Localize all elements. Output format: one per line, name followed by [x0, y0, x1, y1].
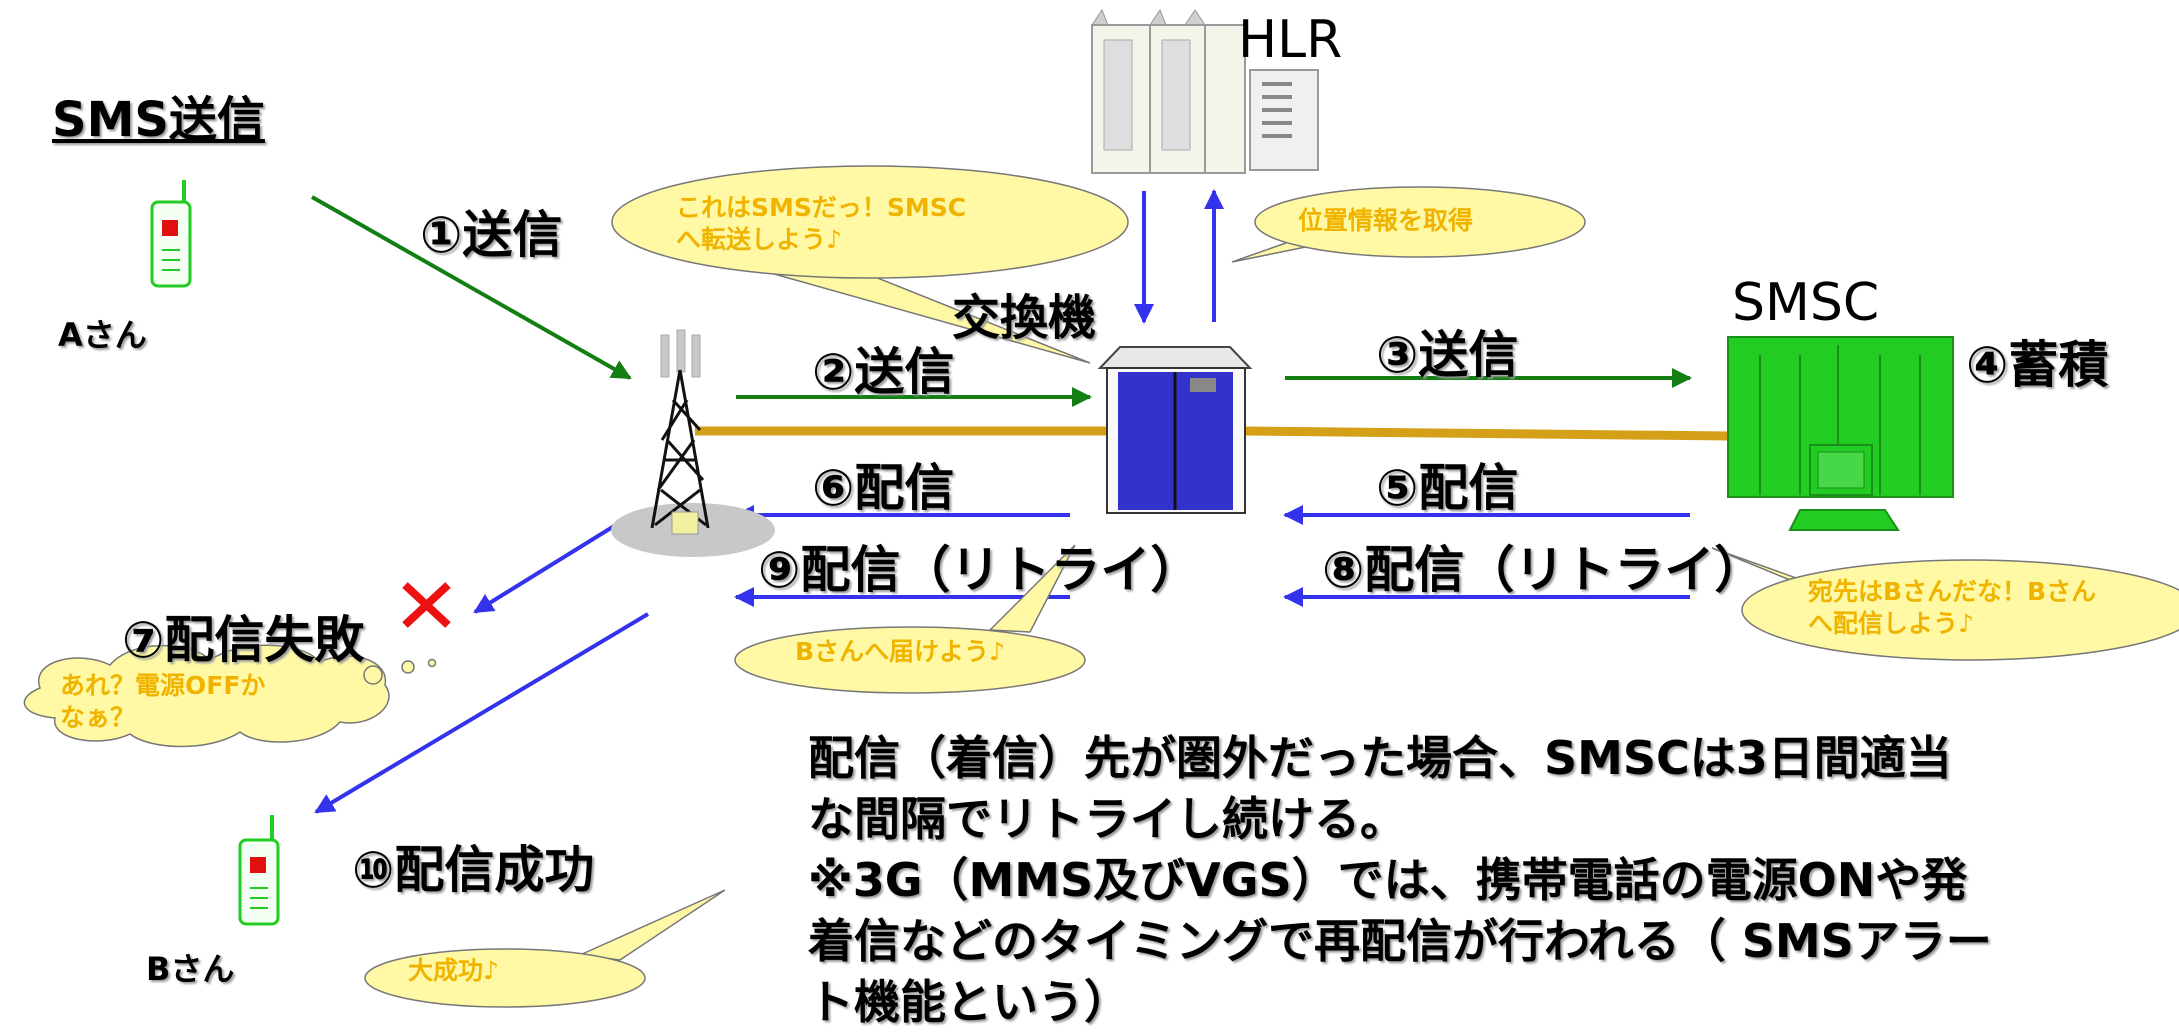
arrow-deliver-7: [473, 513, 634, 614]
trunk-line-right: [1244, 426, 1731, 441]
note-line-3: ※3G（MMS及びVGS）では、携帯電話の電源ONや発: [808, 853, 1968, 907]
step-2-label: ②送信: [812, 343, 955, 401]
smsc-computer-icon: [1727, 336, 1954, 531]
arrow-send-1: [311, 195, 632, 380]
exchange-label: 交換機: [952, 290, 1097, 346]
fail-x-icon: [402, 582, 451, 628]
bubble-smsc-text: 宛先はBさんだな！Bさん へ配信しよう♪: [1808, 576, 2096, 640]
bubble-hlr: [1231, 186, 1586, 263]
bubble-exchange-line1: これはSMSだっ！SMSC: [676, 193, 967, 222]
step-8-label: ⑧配信（リトライ）: [1322, 541, 1765, 599]
user-a-label: Aさん: [58, 316, 147, 354]
step-1-label: ①送信: [420, 206, 563, 264]
bubble-exchange-line2: へ転送しよう♪: [676, 225, 842, 254]
bubble-fail-cloud: [23, 644, 437, 748]
bubble-exchange-text: これはSMSだっ！SMSC へ転送しよう♪: [676, 192, 966, 256]
bubble-exchange: [611, 165, 1129, 364]
bubble-success-text: 大成功♪: [408, 956, 499, 985]
note-line-4: 着信などのタイミングで再配信が行われる（ SMSアラー: [808, 914, 1992, 968]
note-line-5: ト機能という）: [808, 975, 1130, 1029]
bubble-smsc: [1711, 547, 2179, 661]
bubble-hlr-text: 位置情報を取得: [1298, 206, 1474, 235]
bubble-smsc-line2: へ配信しよう♪: [1808, 609, 1974, 638]
user-b-label: Bさん: [146, 950, 235, 988]
smsc-label: SMSC: [1732, 273, 1880, 333]
step-6-label: ⑥配信: [812, 459, 955, 517]
phone-icon: [150, 180, 192, 288]
bubble-fail-line1: あれ？電源OFFか: [60, 671, 266, 700]
note-line-1: 配信（着信）先が圏外だった場合、SMSCは3日間適当: [808, 731, 1952, 785]
exchange-server-icon: [1097, 346, 1253, 514]
bubble-retry-text: Bさんへ届けよう♪: [795, 637, 1006, 666]
bubble-smsc-line1: 宛先はBさんだな！Bさん: [1808, 577, 2097, 606]
bubble-retry: [734, 544, 1086, 694]
bubble-success: [364, 889, 726, 1008]
hlr-server-icon: [1091, 8, 1319, 174]
step-9-label: ⑨配信（リトライ）: [758, 541, 1201, 599]
step-5-label: ⑤配信: [1376, 459, 1519, 517]
hlr-label: HLR: [1238, 10, 1343, 70]
bubble-fail-line2: なぁ？: [60, 703, 136, 732]
explanation-note: 配信（着信）先が圏外だった場合、SMSCは3日間適当 な間隔でリトライし続ける。…: [808, 728, 2138, 1033]
antenna-tower-icon: [611, 329, 775, 557]
step-7-label: ⑦配信失敗: [122, 611, 365, 669]
page-title: SMS送信: [52, 92, 265, 148]
step-10-label: ⑩配信成功: [352, 841, 595, 899]
note-line-2: な間隔でリトライし続ける。: [808, 792, 1406, 846]
step-3-label: ③送信: [1376, 326, 1519, 384]
bubble-fail-text: あれ？電源OFFか なぁ？: [60, 670, 265, 734]
arrow-deliver-10: [314, 612, 650, 814]
step-4-label: ④蓄積: [1966, 336, 2109, 394]
phone-icon: [238, 815, 280, 926]
